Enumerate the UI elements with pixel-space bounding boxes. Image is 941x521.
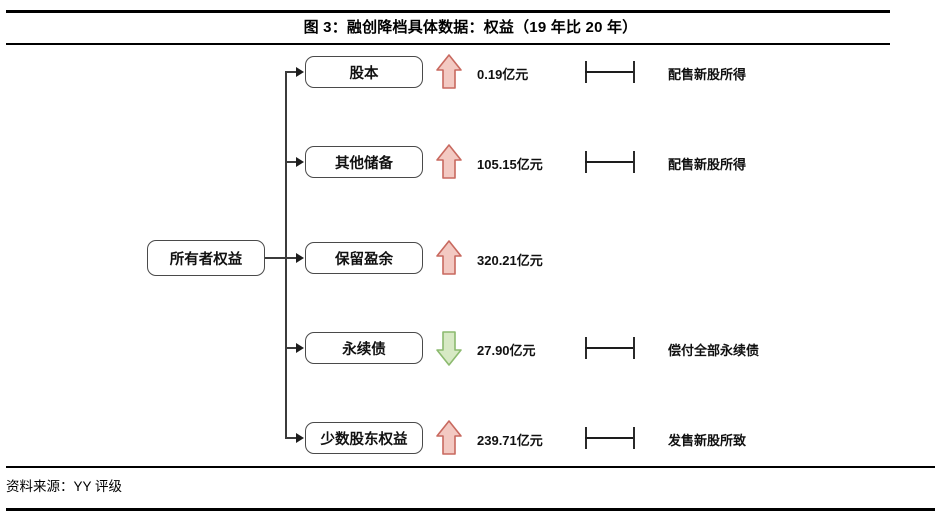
child-node-5: 少数股东权益 (305, 422, 423, 454)
tree-spine-line (285, 72, 287, 438)
bracket-cap-right (633, 427, 635, 449)
bracket-bar (585, 71, 635, 74)
bracket-connector-icon (585, 151, 635, 173)
bracket-cap-right (633, 337, 635, 359)
arrow-up-icon (434, 53, 464, 91)
branch-connector-line (285, 347, 297, 349)
footer-rule-top (6, 466, 935, 468)
child-node-2: 其他储备 (305, 146, 423, 178)
branch-arrowhead-icon (296, 343, 304, 353)
branch-arrowhead-icon (296, 433, 304, 443)
arrow-up-icon (434, 419, 464, 457)
row-value-text: 105.15亿元 (477, 157, 543, 172)
arrow-down-icon (434, 329, 464, 367)
row-value-text: 0.19亿元 (477, 67, 529, 82)
row-value-text: 27.90亿元 (477, 343, 536, 358)
branch-connector-line (285, 71, 297, 73)
bracket-connector-icon (585, 427, 635, 449)
footer-rule-bottom (6, 508, 935, 511)
branch-connector-line (285, 161, 297, 163)
source-label: 资料来源：YY 评级 (6, 479, 123, 494)
header-rule-bottom (6, 43, 890, 45)
row-value-text: 320.21亿元 (477, 253, 543, 268)
bracket-cap-right (633, 61, 635, 83)
branch-arrowhead-icon (296, 157, 304, 167)
row-value-text: 239.71亿元 (477, 433, 543, 448)
row-note-text: 偿付全部永续债 (668, 343, 760, 358)
child-node-label: 保留盈余 (335, 251, 393, 268)
branch-arrowhead-icon (296, 67, 304, 77)
header-rule-top (6, 10, 890, 13)
child-node-4: 永续债 (305, 332, 423, 364)
child-node-label: 少数股东权益 (320, 431, 408, 448)
bracket-connector-icon (585, 61, 635, 83)
child-node-3: 保留盈余 (305, 242, 423, 274)
bracket-connector-icon (585, 337, 635, 359)
arrow-up-icon (434, 239, 464, 277)
row-note-text: 发售新股所致 (668, 433, 747, 448)
root-node-label: 所有者权益 (169, 251, 243, 268)
bracket-bar (585, 161, 635, 164)
row-note-text: 配售新股所得 (668, 157, 747, 172)
arrow-up-icon (434, 143, 464, 181)
figure-title: 图 3：融创降档具体数据：权益（19 年比 20 年） (303, 19, 638, 36)
child-node-1: 股本 (305, 56, 423, 88)
child-node-label: 永续债 (342, 341, 386, 358)
bracket-cap-right (633, 151, 635, 173)
root-connector-line (265, 257, 285, 259)
branch-connector-line (285, 437, 297, 439)
row-note-text: 配售新股所得 (668, 67, 747, 82)
child-node-label: 其他储备 (335, 155, 393, 172)
root-node-owners-equity: 所有者权益 (147, 240, 265, 276)
child-node-label: 股本 (349, 65, 379, 82)
branch-connector-line (285, 257, 297, 259)
bracket-bar (585, 347, 635, 350)
bracket-bar (585, 437, 635, 440)
branch-arrowhead-icon (296, 253, 304, 263)
